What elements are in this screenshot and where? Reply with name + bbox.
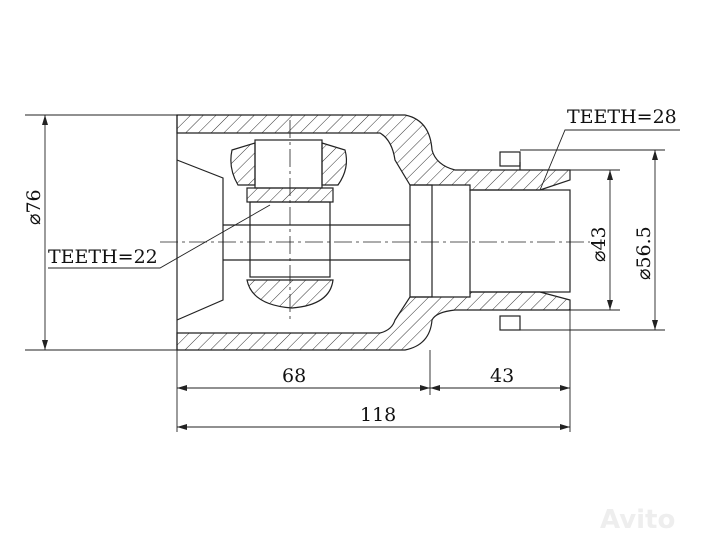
housing-upper-wall xyxy=(176,114,571,191)
teeth-22-label: TEETH=22 xyxy=(48,246,158,268)
length-68-label: 68 xyxy=(282,365,307,387)
teeth-22-leader xyxy=(48,204,271,269)
stem-bore xyxy=(469,189,571,293)
teeth-28-leader xyxy=(539,129,680,191)
dimensions xyxy=(25,114,680,432)
length-118-label: 118 xyxy=(360,404,397,426)
circlip xyxy=(409,184,433,298)
diameter-43-label: ⌀43 xyxy=(588,226,610,262)
outer-diameter-label: ⌀76 xyxy=(23,189,45,225)
roller-top xyxy=(230,142,256,186)
housing-lower-wall xyxy=(176,291,571,351)
watermark-logo: Avito xyxy=(600,505,676,535)
length-43-label: 43 xyxy=(490,365,515,387)
diameter-56-label: ⌀56.5 xyxy=(633,226,655,280)
teeth-28-label: TEETH=28 xyxy=(567,106,677,128)
